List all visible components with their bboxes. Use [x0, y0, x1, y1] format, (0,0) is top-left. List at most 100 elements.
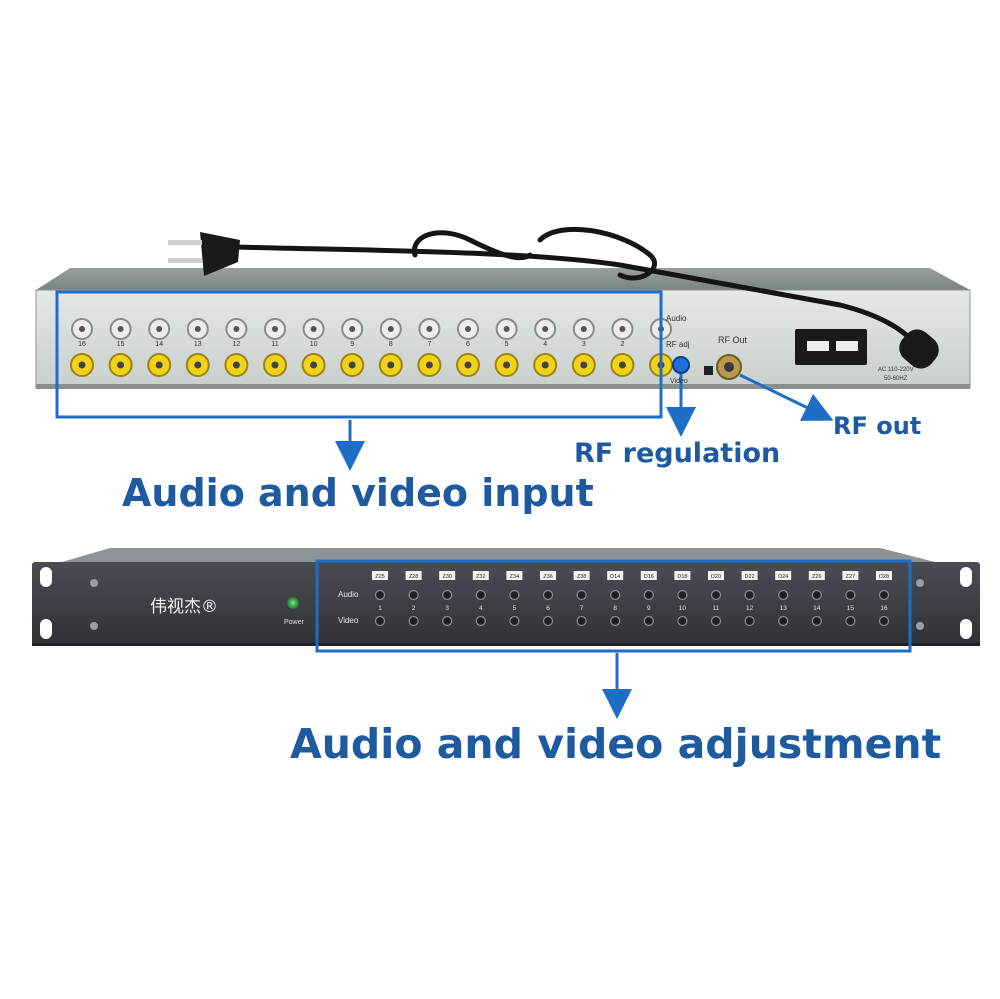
- video-input-jack[interactable]: [571, 353, 596, 377]
- front-audio-label: Audio: [338, 590, 359, 599]
- video-input-jack[interactable]: [108, 353, 133, 377]
- front-device-top-cover: [62, 548, 935, 562]
- audio-adjust-knob[interactable]: [677, 589, 688, 601]
- front-screw-icon: [916, 622, 924, 630]
- power-cord: [232, 226, 918, 348]
- video-adjust-knob[interactable]: [744, 615, 755, 627]
- audio-input-jack[interactable]: [109, 318, 132, 340]
- rf-adj-knob[interactable]: [672, 356, 690, 374]
- channel-tag-text: D24: [778, 574, 788, 580]
- audio-adjust-knob[interactable]: [475, 589, 486, 601]
- channel-tag: Z32: [472, 571, 489, 580]
- audio-input-jack[interactable]: [418, 318, 441, 340]
- channel-tag-text: D20: [711, 574, 721, 580]
- plug-icon: [168, 232, 240, 276]
- audio-adjust-knob[interactable]: [374, 589, 386, 601]
- audio-adjust-knob[interactable]: [878, 589, 890, 601]
- video-adjust-knob[interactable]: [811, 615, 822, 627]
- video-input-jack[interactable]: [456, 353, 480, 377]
- audio-adjust-knob[interactable]: [744, 589, 755, 601]
- audio-adjust-knob[interactable]: [845, 589, 856, 601]
- audio-input-jack[interactable]: [186, 318, 209, 340]
- channel-tag-text: Z27: [846, 574, 855, 580]
- channel-tag: D18: [674, 571, 691, 580]
- video-adjust-knob[interactable]: [778, 615, 789, 627]
- audio-adjust-knob[interactable]: [576, 589, 587, 601]
- rear-small-switch[interactable]: [704, 366, 713, 375]
- video-adjust-knob[interactable]: [610, 615, 621, 627]
- audio-adjust-knob[interactable]: [811, 589, 822, 601]
- rear-channel-number: 9: [350, 341, 354, 348]
- channel-tag: Z30: [439, 571, 456, 580]
- audio-input-jack[interactable]: [225, 318, 248, 340]
- channel-tag: Z34: [506, 571, 523, 580]
- audio-adjust-knob[interactable]: [408, 589, 419, 601]
- audio-adjust-knob[interactable]: [710, 589, 722, 601]
- video-input-jack[interactable]: [263, 353, 287, 377]
- front-channel-number: 14: [813, 605, 821, 612]
- video-input-jack[interactable]: [610, 353, 635, 377]
- channel-tag: D22: [741, 571, 758, 580]
- video-adjust-knob[interactable]: [677, 615, 688, 627]
- front-panel-face: [32, 562, 980, 646]
- video-input-jack[interactable]: [417, 353, 442, 377]
- audio-input-jack[interactable]: [302, 318, 325, 340]
- video-input-jack[interactable]: [70, 353, 94, 377]
- channel-tag-text: Z36: [543, 574, 552, 580]
- audio-input-jack[interactable]: [495, 318, 518, 340]
- video-adjust-knob[interactable]: [643, 615, 654, 627]
- video-adjust-knob[interactable]: [576, 615, 587, 627]
- channel-tag-text: Z30: [442, 574, 451, 580]
- video-adjust-knob[interactable]: [878, 615, 890, 627]
- audio-adjust-knob[interactable]: [542, 589, 554, 601]
- audio-adjust-knob[interactable]: [643, 589, 654, 601]
- rear-device-top-cover: [36, 268, 970, 290]
- channel-tag: D14: [607, 571, 624, 580]
- video-adjust-knob[interactable]: [374, 615, 386, 627]
- rear-channel-number: 11: [271, 341, 278, 348]
- audio-adjust-knob[interactable]: [509, 589, 520, 601]
- channel-tag: Z27: [842, 571, 859, 580]
- video-input-jack[interactable]: [301, 353, 326, 377]
- audio-input-jack[interactable]: [341, 318, 364, 340]
- channel-tag: Z25: [372, 571, 388, 580]
- audio-input-jack[interactable]: [534, 318, 557, 340]
- video-adjust-knob[interactable]: [475, 615, 486, 627]
- audio-input-jack[interactable]: [71, 318, 93, 340]
- channel-tag: Z28: [405, 571, 422, 580]
- video-input-jack[interactable]: [340, 353, 365, 377]
- audio-input-jack[interactable]: [457, 318, 479, 340]
- channel-tag-text: D22: [745, 574, 755, 580]
- front-device: 伟视杰® Power Audio Video Z251Z282Z303Z324Z…: [32, 548, 980, 719]
- audio-input-jack[interactable]: [264, 318, 286, 340]
- front-channel-number: 9: [647, 605, 651, 612]
- video-adjust-knob[interactable]: [509, 615, 520, 627]
- front-channel-number: 16: [880, 605, 888, 612]
- video-input-jack[interactable]: [378, 353, 403, 377]
- front-channel-number: 7: [580, 605, 584, 612]
- power-label: Power: [284, 619, 305, 626]
- video-adjust-knob[interactable]: [710, 615, 722, 627]
- rf-out-connector[interactable]: [716, 354, 742, 380]
- audio-input-jack[interactable]: [148, 318, 171, 340]
- channel-tag-text: D14: [610, 574, 620, 580]
- video-adjust-knob[interactable]: [442, 615, 453, 627]
- power-socket[interactable]: [795, 329, 867, 365]
- rear-channel-number: 7: [427, 341, 431, 348]
- channel-tag: D20: [708, 571, 724, 580]
- audio-adjust-knob[interactable]: [442, 589, 453, 601]
- video-input-jack[interactable]: [494, 353, 519, 377]
- video-adjust-knob[interactable]: [542, 615, 554, 627]
- video-adjust-knob[interactable]: [408, 615, 419, 627]
- video-input-jack[interactable]: [224, 353, 249, 377]
- audio-input-jack[interactable]: [611, 318, 634, 340]
- audio-input-jack[interactable]: [379, 318, 402, 340]
- audio-adjust-knob[interactable]: [778, 589, 789, 601]
- audio-adjust-knob[interactable]: [610, 589, 621, 601]
- video-adjust-knob[interactable]: [845, 615, 856, 627]
- audio-input-jack[interactable]: [572, 318, 595, 340]
- video-input-jack[interactable]: [147, 353, 172, 377]
- video-input-jack[interactable]: [533, 353, 558, 377]
- video-input-jack[interactable]: [185, 353, 210, 377]
